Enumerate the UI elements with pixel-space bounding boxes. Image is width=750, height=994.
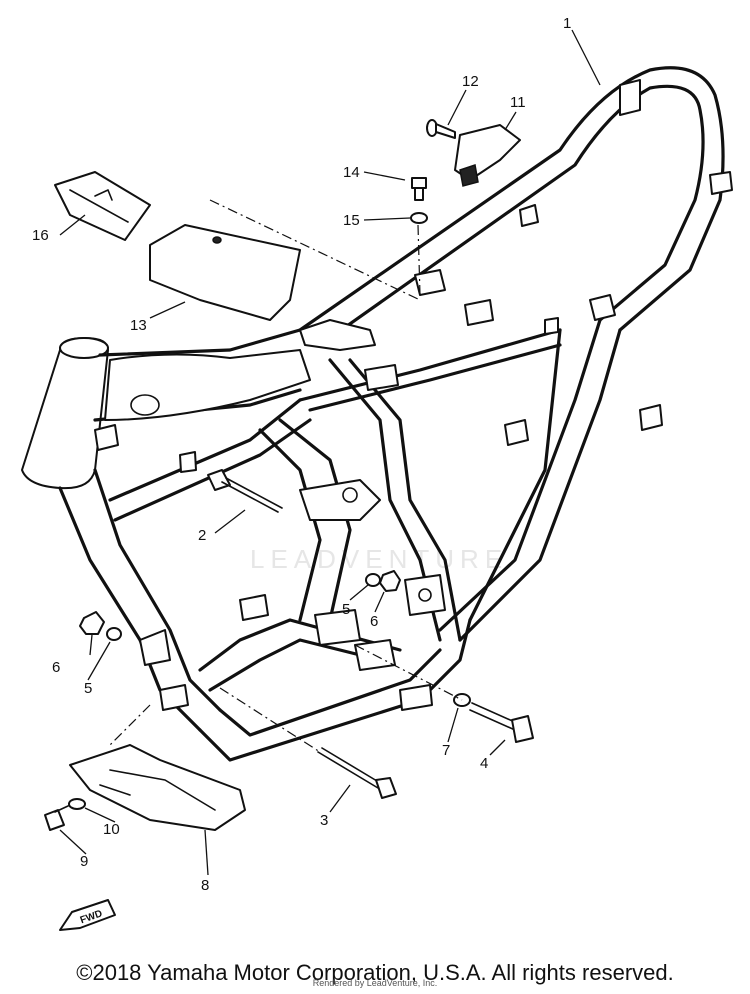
skidplate-part-8 bbox=[69, 744, 246, 831]
callout-11: 11 bbox=[510, 94, 526, 111]
callout-labels: 1 2 3 4 5 5 6 6 7 8 9 10 11 12 13 14 15 … bbox=[32, 15, 571, 894]
bolt-part-3 bbox=[317, 747, 397, 799]
nut-part-6a bbox=[79, 611, 105, 635]
callout-4: 4 bbox=[480, 755, 488, 772]
toolbag-part-16 bbox=[54, 171, 151, 241]
main-frame bbox=[21, 66, 733, 762]
cover-part-13 bbox=[149, 224, 301, 321]
callout-12: 12 bbox=[462, 73, 479, 90]
callout-5-lower: 5 bbox=[84, 680, 92, 697]
bolt-part-2 bbox=[207, 469, 283, 513]
callout-1: 1 bbox=[563, 15, 571, 32]
callout-3: 3 bbox=[320, 812, 328, 829]
callout-9: 9 bbox=[80, 853, 88, 870]
callout-14: 14 bbox=[343, 164, 360, 181]
rendered-by-credit: Rendered by LeadVenture, Inc. bbox=[312, 978, 438, 988]
washer-part-15 bbox=[410, 212, 428, 224]
screw-part-12 bbox=[426, 119, 456, 139]
watermark: LEADVENTURE bbox=[250, 544, 508, 574]
bolt-part-4 bbox=[469, 702, 534, 743]
callout-2: 2 bbox=[198, 527, 206, 544]
bolt-part-9 bbox=[44, 805, 69, 831]
callout-15: 15 bbox=[343, 212, 360, 229]
callout-6-upper: 6 bbox=[370, 613, 378, 630]
callout-5-upper: 5 bbox=[342, 601, 350, 618]
callout-10: 10 bbox=[103, 821, 120, 838]
leader-lines bbox=[59, 29, 601, 876]
bracket-part-11 bbox=[454, 124, 521, 187]
callout-8: 8 bbox=[201, 877, 209, 894]
washer-part-5b bbox=[365, 573, 381, 587]
fwd-arrow-icon: FWD bbox=[59, 899, 116, 931]
callout-6-lower: 6 bbox=[52, 659, 60, 676]
assembly-lines bbox=[109, 199, 463, 753]
nut-part-6b bbox=[379, 570, 401, 592]
washer-part-5a bbox=[106, 627, 122, 641]
washer-part-10 bbox=[68, 798, 86, 810]
bolt-part-14 bbox=[411, 177, 427, 201]
callout-7: 7 bbox=[442, 742, 450, 759]
callout-13: 13 bbox=[130, 317, 147, 334]
copyright-notice: ©2018 Yamaha Motor Corporation, U.S.A. A… bbox=[76, 960, 674, 985]
callout-16: 16 bbox=[32, 227, 49, 244]
